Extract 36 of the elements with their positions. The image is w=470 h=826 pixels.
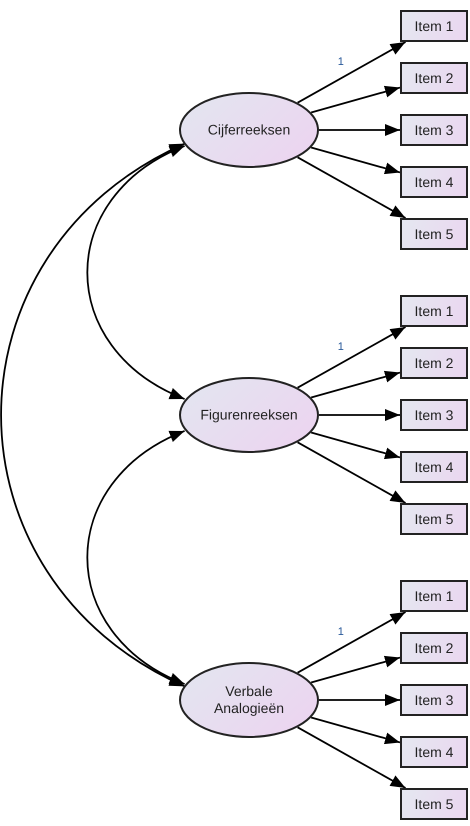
loading-arrow — [310, 370, 400, 398]
observed-variable-box: Item 3 — [400, 684, 468, 716]
variable-name: Verbale Analogieën — [212, 683, 286, 717]
variable-name: Cijferreeksen — [206, 122, 292, 138]
observed-variable-box: Item 2 — [400, 632, 468, 664]
observed-variable-box: Item 5 — [400, 503, 468, 535]
loading-arrow — [297, 41, 406, 104]
observed-variable-box: Item 4 — [400, 166, 468, 198]
observed-variable-box: Item 2 — [400, 347, 468, 379]
covariance-arrow — [0, 142, 186, 688]
covariance-arrow — [86, 430, 185, 685]
observed-variable-box: Item 1 — [400, 10, 468, 42]
observed-variable-box: Item 4 — [400, 736, 468, 768]
covariance-arrow — [86, 145, 185, 400]
loading-arrow — [319, 124, 400, 136]
variable-name: Figurenreeksen — [199, 406, 299, 424]
loading-arrow — [297, 442, 406, 504]
loading-arrow — [310, 86, 400, 114]
observed-variable-box: Item 3 — [400, 399, 468, 431]
loading-arrow — [319, 694, 400, 706]
loading-arrow — [319, 409, 400, 421]
loading-arrow — [310, 656, 400, 684]
observed-variable-box: Item 1 — [400, 295, 468, 327]
observed-variable-box: Item 5 — [400, 788, 468, 820]
observed-variable-box: Item 2 — [400, 62, 468, 94]
observed-variable-box: Item 3 — [400, 114, 468, 146]
observed-variable-box: Item 1 — [400, 580, 468, 612]
loading-arrow — [297, 156, 406, 219]
loading-arrow — [297, 611, 406, 674]
loading-arrow — [310, 146, 400, 174]
loading-arrow — [310, 432, 400, 460]
loading-arrow — [297, 726, 406, 789]
loading-arrow — [310, 716, 400, 744]
observed-variable-box: Item 4 — [400, 451, 468, 483]
loading-arrow — [297, 326, 406, 388]
observed-variable-box: Item 5 — [400, 218, 468, 250]
